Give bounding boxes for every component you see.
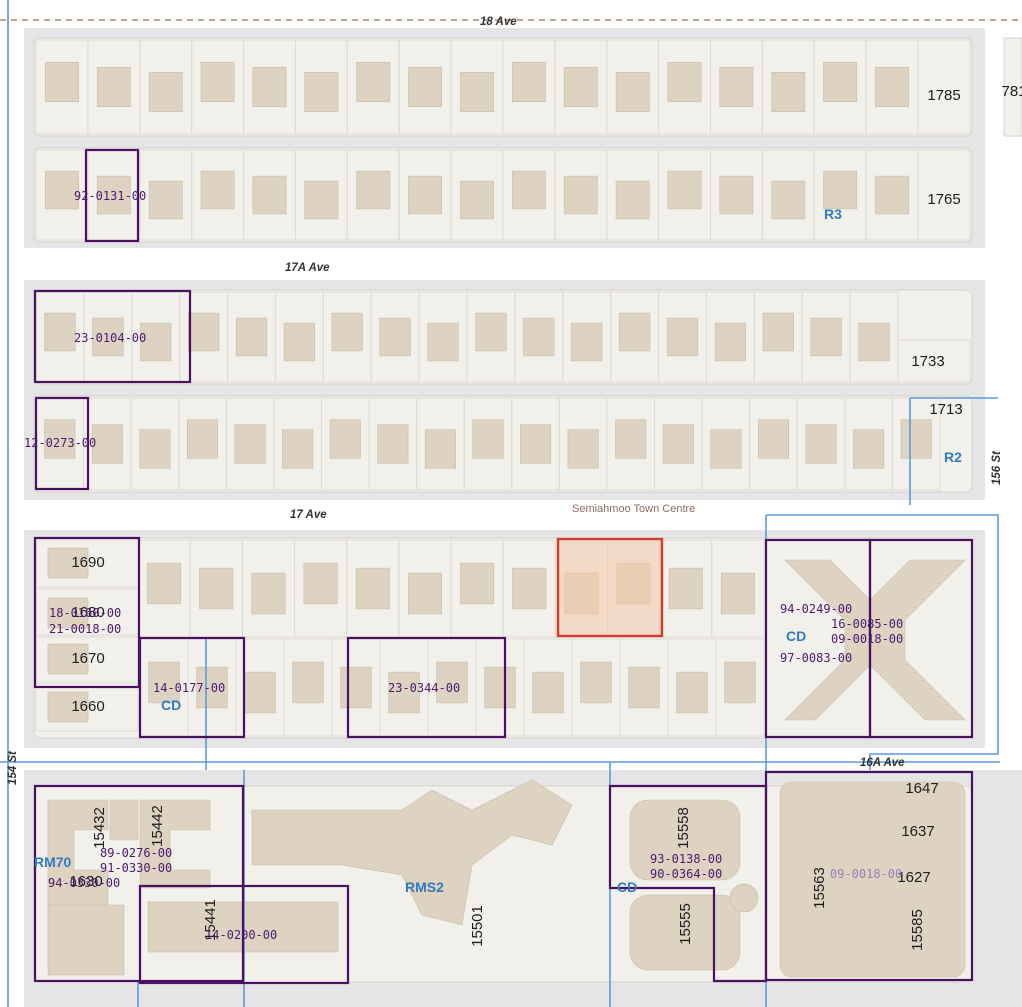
application-number: 21-0018-00 [49,622,121,636]
street-labels: 18 Ave 17A Ave 17 Ave 16A Ave 154 St 156… [7,16,1003,785]
street-17a-ave: 17A Ave [285,262,330,274]
street-17-ave: 17 Ave [290,509,327,521]
address-label: 1637 [901,823,934,840]
street-154-st: 154 St [7,750,19,785]
zone-label-rms2: RMS2 [405,879,444,895]
address-label: 1660 [71,698,104,715]
application-number: 94-0249-00 [780,602,852,616]
address-label: 15558 [675,807,692,849]
zone-label-r2: R2 [944,449,962,465]
address-label: 1680 [71,604,104,621]
zone-labels: R3 R2 CD CD CD RM70 RMS2 [34,206,962,895]
application-number: 94-0330-00 [48,876,120,890]
street-18-ave: 18 Ave [480,16,517,28]
application-number: 09-0018-00 [831,632,903,646]
application-number: 14-0177-00 [153,681,225,695]
building-footprints [44,61,932,723]
application-number: 89-0276-00 [100,846,172,860]
address-label: 1670 [71,650,104,667]
address-label: 1690 [71,554,104,571]
large-buildings [47,559,966,978]
address-label: 1647 [905,780,938,797]
address-label: 15432 [91,807,108,849]
application-number: 90-0364-00 [650,867,722,881]
application-number: 91-0330-00 [100,861,172,875]
street-16a-ave: 16A Ave [860,757,905,769]
address-labels: 1785 781 1765 1733 1713 1690 1680 1670 1660 15432… [69,83,1022,951]
zone-label-cd-west: CD [161,697,181,713]
address-label: 1713 [929,401,962,418]
zone-label-rm70: RM70 [34,854,72,870]
zone-label-cd-east: CD [786,628,806,644]
address-label: 1630 [69,873,102,890]
application-number: 16-0085-00 [831,617,903,631]
application-number: 23-0104-00 [74,331,146,345]
application-number: 93-0138-00 [650,852,722,866]
address-label: 1733 [911,353,944,370]
zone-label-cd-south: CD [617,879,637,895]
application-number: 14-0200-00 [205,928,277,942]
address-label: 15501 [469,905,486,947]
address-label: 1765 [927,191,960,208]
address-label: 1627 [897,869,930,886]
street-156-st: 156 St [991,450,1003,485]
address-label: 15555 [677,903,694,945]
application-number: 92-0131-00 [74,189,146,203]
application-labels: 92-0131-00 23-0104-00 12-0273-00 18-0160… [24,189,903,942]
address-label: 15441 [202,899,219,941]
address-label: 15585 [909,909,926,951]
address-label: 781 [1001,83,1022,100]
application-number: 97-0083-00 [780,651,852,665]
address-label: 15442 [149,805,166,847]
address-label: 15563 [811,867,828,909]
development-outlines [33,148,974,985]
selected-property[interactable] [556,537,664,638]
address-label: 1785 [927,87,960,104]
application-number: 23-0344-00 [388,681,460,695]
area-name: Semiahmoo Town Centre [572,503,695,515]
application-number: 09-0018-00 [830,867,902,881]
application-number: 18-0160-00 [49,606,121,620]
application-number: 12-0273-00 [24,436,96,450]
zone-label-r3: R3 [824,206,842,222]
